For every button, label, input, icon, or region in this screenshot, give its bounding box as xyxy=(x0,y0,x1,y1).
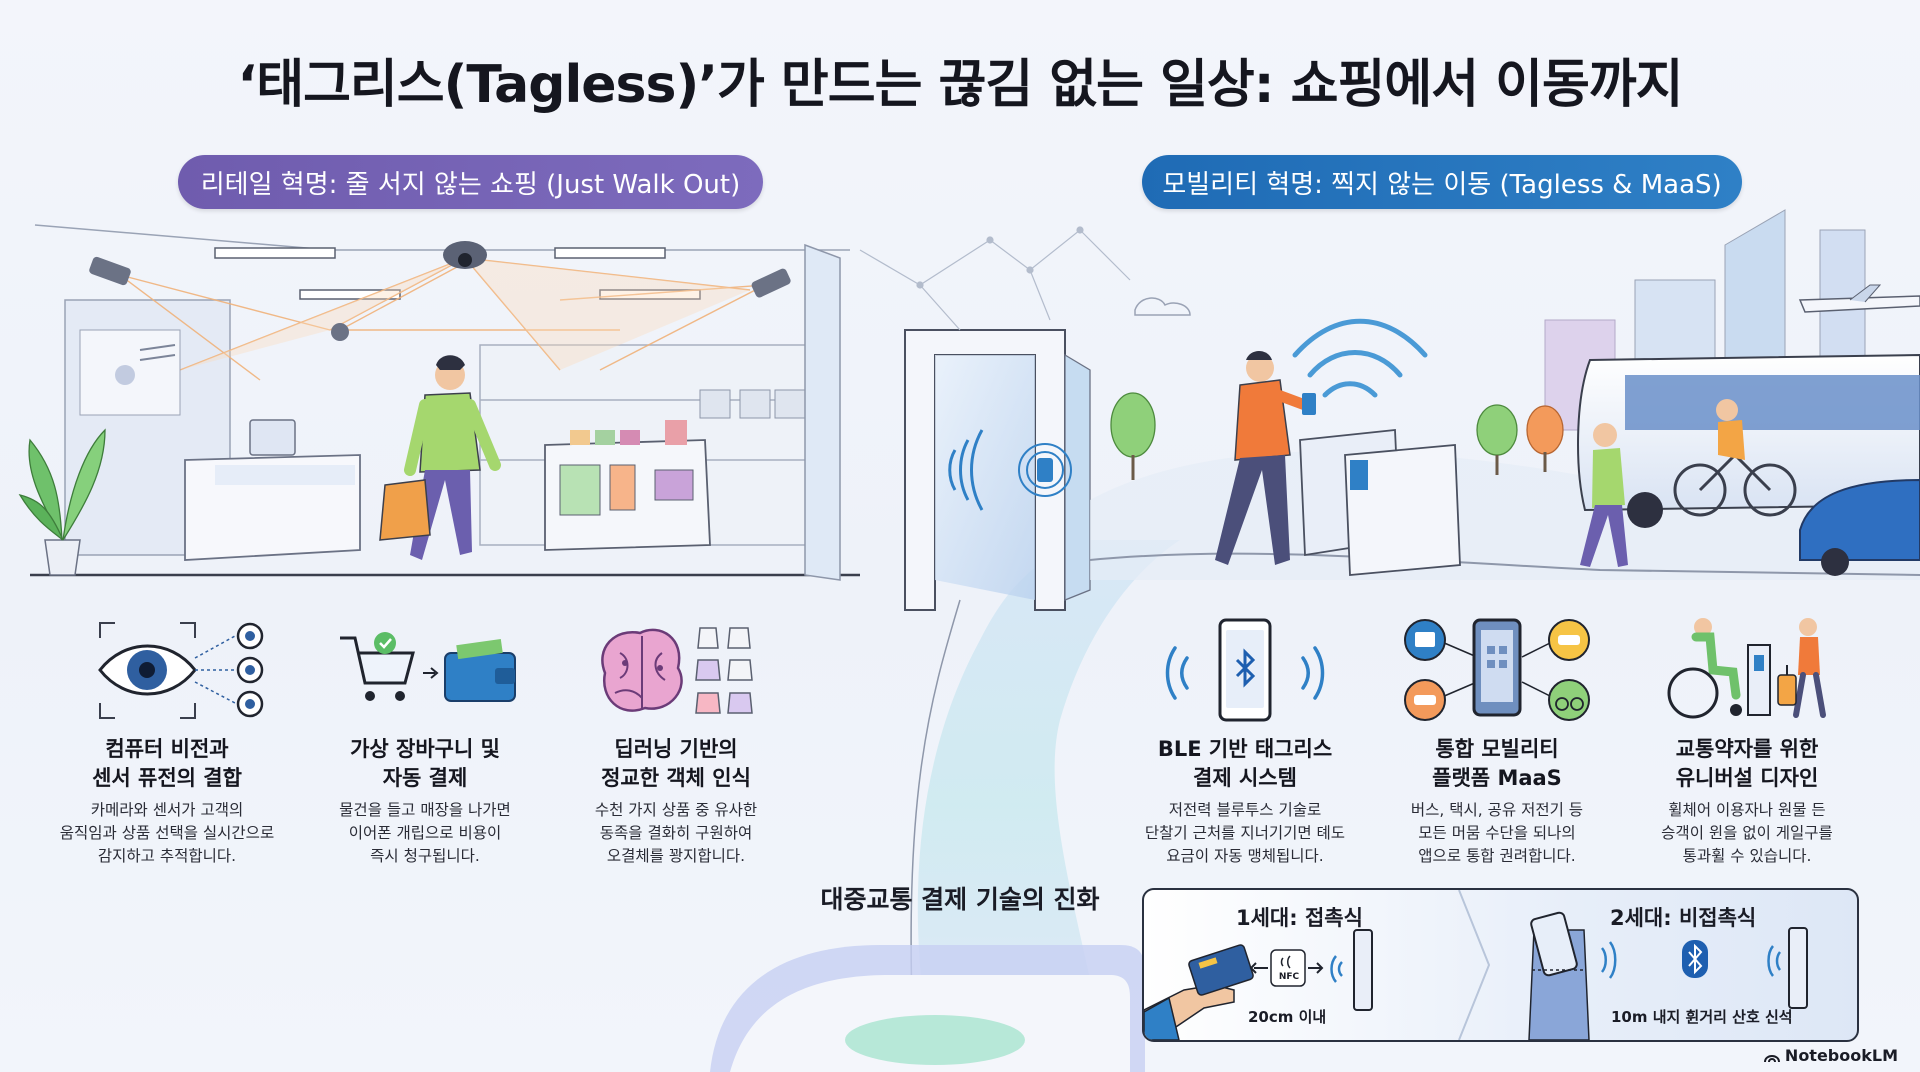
notebooklm-logo-icon xyxy=(1763,1054,1780,1062)
retail-section-pill: 리테일 혁명: 줄 서지 않는 쇼핑 (Just Walk Out) xyxy=(178,155,763,209)
feature-desc: 물건을 들고 매장을 나가면 xyxy=(339,801,511,819)
feature-desc: 오결체를 꽝지합니다. xyxy=(606,847,746,865)
turnstile-gate xyxy=(1299,429,1461,576)
plant-icon xyxy=(18,428,106,576)
feature-desc: 움직임과 상품 선택을 실시간으로 xyxy=(59,824,275,842)
feature-desc: 모든 머뭄 수단을 되나의 xyxy=(1418,824,1576,842)
feature-title: 플랫폼 MaaS xyxy=(1432,766,1562,790)
ble-phone-icon xyxy=(1165,618,1325,722)
feature-desc: 저전력 블루투스 기술로 xyxy=(1168,801,1322,819)
gen2-label: 2세대: 비접촉식 xyxy=(1610,906,1757,930)
feature-desc: 즉시 청구됩니다. xyxy=(370,847,480,865)
feature-desc: 수천 가지 상품 중 유사한 xyxy=(594,801,758,819)
brand-label: NotebookLM xyxy=(1784,1046,1898,1065)
pocket-phone-icon xyxy=(1528,911,1590,1040)
feature-title: 자동 결제 xyxy=(382,766,468,790)
feature-desc: 단찰기 근처를 지너기기면 톄도 xyxy=(1144,824,1346,842)
mobility-section-pill: 모빌리티 혁명: 찍지 않는 이동 (Tagless & MaaS) xyxy=(1142,155,1742,209)
feature-desc: 동족을 결화히 구원하여 xyxy=(599,824,753,842)
feature-virtual-cart: 가상 장바구니 및 자동 결제 물건을 들고 매장을 나가면 이어폰 개립으로 … xyxy=(300,735,550,868)
universal-design-icon xyxy=(1667,618,1826,719)
feature-title: 정교한 객체 인식 xyxy=(601,766,751,790)
computer-vision-icon xyxy=(98,622,264,719)
nfc-label: NFC xyxy=(1278,972,1300,982)
feature-title: 센서 퓨전의 결합 xyxy=(92,766,242,790)
feature-title: BLE 기반 태그리스 xyxy=(1157,737,1333,761)
feature-title: 가상 장바구니 및 xyxy=(350,737,500,761)
cyclist-figure xyxy=(1673,399,1797,517)
gen1-note: 20cm 이내 xyxy=(1248,1008,1327,1026)
evolution-panel: 1세대: 접촉식 NFC 20cm 이내 2세대: 비접촉식 10m 내지 휜거… xyxy=(1142,888,1859,1042)
feature-desc: 감지하고 추적합니다. xyxy=(97,847,237,865)
pedestrian-figure xyxy=(1580,423,1628,567)
shopper-figure xyxy=(379,355,501,560)
product-shelf xyxy=(544,420,711,551)
feature-title: 유니버설 디자인 xyxy=(1675,766,1819,790)
feature-title: 교통약자를 위한 xyxy=(1675,737,1819,761)
mobility-scene xyxy=(859,209,1920,580)
commuter-figure xyxy=(1215,351,1316,565)
feature-computer-vision: 컴퓨터 비전과 센서 퓨전의 결합 카메라와 센서가 고객의 움직임과 상품 선… xyxy=(42,735,292,868)
feature-ble-payment: BLE 기반 태그리스 결제 시스템 저전력 블루투스 기술로 단찰기 근처를 … xyxy=(1120,735,1370,868)
feature-desc: 카메라와 센서가 고객의 xyxy=(90,801,244,819)
maas-platform-icon xyxy=(1404,618,1590,721)
feature-desc: 앱으로 통합 권려합니다. xyxy=(1418,847,1576,865)
feature-title: 통합 모빌리티 xyxy=(1435,737,1559,761)
airplane-icon xyxy=(1798,284,1920,313)
gen1-label: 1세대: 접촉식 xyxy=(1236,906,1363,930)
card-tap-icon xyxy=(1144,944,1254,1040)
tree-icon xyxy=(1110,392,1564,480)
feature-object-recognition: 딥러닝 기반의 정교한 객체 인식 수천 가지 상품 중 유사한 동족을 결화히… xyxy=(551,735,801,868)
deep-learning-brain-icon xyxy=(601,627,753,714)
feature-desc: 휠체어 이용자나 원물 든 xyxy=(1668,801,1826,819)
bus-icon xyxy=(1577,353,1920,528)
feature-universal-design: 교통약자를 위한 유니버설 디자인 휠체어 이용자나 원물 든 승객이 윈을 없… xyxy=(1622,735,1872,868)
car-icon xyxy=(1799,478,1920,576)
evolution-graphics xyxy=(1144,890,1808,1040)
nfc-icon xyxy=(1270,949,1306,987)
signal-waves-icon xyxy=(1292,318,1428,398)
feature-desc: 이어폰 개립으로 비용이 xyxy=(348,824,502,842)
feature-desc: 승객이 윈을 없이 게일구를 xyxy=(1661,824,1833,842)
page-title: ‘태그리스(Tagless)’가 만드는 끊김 없는 일상: 쇼핑에서 이동까지 xyxy=(237,55,1683,115)
feature-desc: 통과휠 수 있습니다. xyxy=(1682,847,1812,865)
cart-to-wallet-icon xyxy=(340,632,516,702)
brand-watermark: NotebookLM xyxy=(1763,1046,1898,1065)
tagless-gate xyxy=(904,329,1180,1072)
feature-title: 결제 시스템 xyxy=(1193,766,1297,790)
feature-maas: 통합 모빌리티 플랫폼 MaaS 버스, 택시, 공유 저전기 등 모든 머뭄 … xyxy=(1372,735,1622,868)
feature-title: 딥러닝 기반의 xyxy=(614,737,738,761)
gen2-note: 10m 내지 휜거리 산호 신석 xyxy=(1611,1008,1793,1026)
feature-desc: 버스, 택시, 공유 저전기 등 xyxy=(1410,801,1584,819)
evolution-road xyxy=(710,945,1145,1072)
bluetooth-icon xyxy=(1682,940,1708,978)
evolution-title: 대중교통 결제 기술의 진화 xyxy=(820,885,1100,914)
feature-desc: 요금이 자동 맹체됩니다. xyxy=(1166,847,1324,865)
security-camera-icon xyxy=(89,241,791,341)
feature-title: 컴퓨터 비전과 xyxy=(105,737,229,761)
retail-store xyxy=(18,224,860,581)
